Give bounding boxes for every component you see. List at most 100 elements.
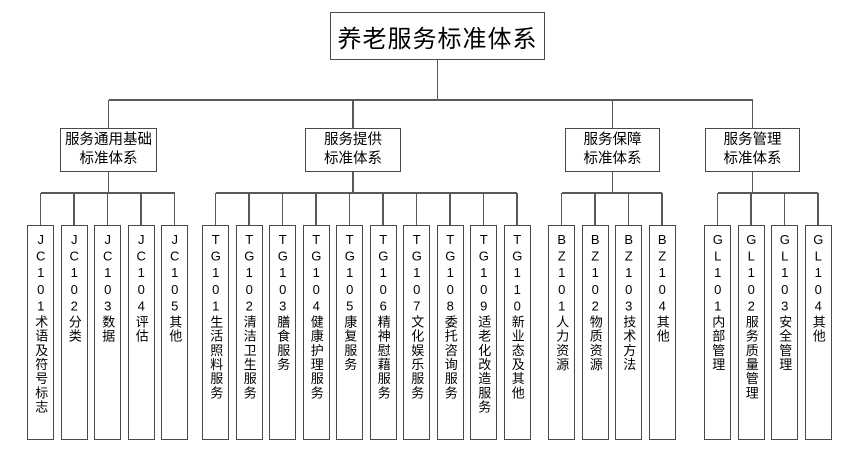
leaf-name: 分类 <box>66 315 82 344</box>
branch-label-line2: 标准体系 <box>723 151 782 167</box>
branch-label-line1: 服务管理 <box>723 131 782 148</box>
branch-drop-bz <box>611 172 614 193</box>
leaf-stem-jc102 <box>73 193 75 225</box>
leaf-node-jc105: JC105其他 <box>161 225 188 440</box>
leaf-stem-tg106 <box>382 193 384 225</box>
leaf-node-gl101: GL101内部管理 <box>704 225 731 440</box>
leaf-node-tg109: TG109适老化改造服务 <box>470 225 497 440</box>
leaf-stem-tg103 <box>281 193 284 225</box>
leaf-name: 康复服务 <box>342 315 358 372</box>
leaf-node-tg107: TG107文化娱乐服务 <box>403 225 430 440</box>
leaf-code: GL103 <box>777 232 793 315</box>
leaf-code: BZ104 <box>654 232 670 315</box>
leaf-node-bz103: BZ103技术方法 <box>615 225 642 440</box>
leaf-name: 适老化改造服务 <box>476 315 492 415</box>
leaf-stem-tg101 <box>214 193 217 225</box>
leaf-bus-bar-tg <box>215 192 517 194</box>
leaf-stem-tg105 <box>348 193 351 225</box>
leaf-name: 人力资源 <box>554 315 570 372</box>
leaf-bus-bar-gl <box>717 192 818 194</box>
leaf-code: BZ101 <box>554 232 570 315</box>
leaf-code: TG101 <box>208 232 224 315</box>
leaf-code: GL101 <box>710 232 726 315</box>
leaf-stem-bz103 <box>627 193 630 225</box>
leaf-name: 其他 <box>810 315 826 344</box>
leaf-code: TG102 <box>241 232 257 315</box>
leaf-code: TG105 <box>342 232 358 315</box>
leaf-stem-tg107 <box>415 193 418 225</box>
branch-drop-tg <box>352 172 354 193</box>
leaf-name: 技术方法 <box>621 315 637 372</box>
leaf-name: 新业态及其他 <box>509 315 525 401</box>
branch-node-tg: 服务提供标准体系 <box>305 128 401 172</box>
leaf-name: 生活照料服务 <box>208 315 224 401</box>
root-node: 养老服务标准体系 <box>330 12 545 60</box>
leaf-stem-gl104 <box>817 193 819 225</box>
leaf-node-jc102: JC102分类 <box>60 225 88 440</box>
leaf-code: JC102 <box>66 232 82 315</box>
leaf-code: TG107 <box>409 232 425 315</box>
leaf-code: JC104 <box>133 232 149 315</box>
leaf-node-bz101: BZ101人力资源 <box>548 225 575 440</box>
leaf-bus-bar-jc <box>40 192 175 194</box>
branch-stem-bz <box>611 100 614 128</box>
branch-stem-tg <box>352 100 354 128</box>
leaf-stem-tg110 <box>516 193 518 225</box>
leaf-stem-gl102 <box>750 193 752 225</box>
leaf-node-tg103: TG103膳食服务 <box>269 225 296 440</box>
leaf-name: 安全管理 <box>777 315 793 372</box>
leaf-name: 健康护理服务 <box>308 315 324 401</box>
leaf-code: JC103 <box>100 232 116 315</box>
leaf-stem-jc105 <box>173 193 176 225</box>
branch-label-line1: 服务保障 <box>583 131 642 148</box>
leaf-node-tg104: TG104健康护理服务 <box>302 225 330 440</box>
root-stem <box>436 60 439 100</box>
leaf-node-gl102: GL102服务质量管理 <box>737 225 765 440</box>
branch-drop-jc <box>107 172 110 193</box>
leaf-node-tg105: TG105康复服务 <box>336 225 363 440</box>
leaf-node-tg106: TG106精神慰藉服务 <box>369 225 397 440</box>
leaf-bus-bar-bz <box>561 192 662 194</box>
main-bus-bar <box>108 99 753 101</box>
leaf-stem-gl101 <box>716 193 719 225</box>
leaf-name: 内部管理 <box>710 315 726 372</box>
leaf-code: TG108 <box>442 232 458 315</box>
branch-label-line2: 标准体系 <box>583 151 642 167</box>
leaf-stem-tg104 <box>315 193 317 225</box>
leaf-node-tg101: TG101生活照料服务 <box>202 225 229 440</box>
leaf-stem-tg102 <box>248 193 250 225</box>
leaf-node-jc104: JC104评估 <box>127 225 155 440</box>
leaf-stem-gl103 <box>783 193 786 225</box>
leaf-code: BZ103 <box>621 232 637 315</box>
leaf-node-gl103: GL103安全管理 <box>771 225 798 440</box>
leaf-node-gl104: GL104其他 <box>804 225 832 440</box>
branch-label-line2: 标准体系 <box>79 151 138 167</box>
leaf-stem-bz102 <box>594 193 596 225</box>
leaf-name: 术语及符号标志 <box>33 315 49 415</box>
leaf-code: TG110 <box>509 232 525 315</box>
branch-node-bz: 服务保障标准体系 <box>565 128 660 172</box>
leaf-code: TG104 <box>308 232 324 315</box>
leaf-code: TG103 <box>275 232 291 315</box>
leaf-node-jc103: JC103数据 <box>94 225 121 440</box>
leaf-name: 委托咨询服务 <box>442 315 458 401</box>
leaf-code: GL102 <box>743 232 759 315</box>
leaf-code: GL104 <box>810 232 826 315</box>
branch-drop-gl <box>751 172 754 193</box>
leaf-stem-bz104 <box>661 193 663 225</box>
leaf-stem-jc103 <box>106 193 109 225</box>
leaf-name: 膳食服务 <box>275 315 291 372</box>
leaf-code: BZ102 <box>587 232 603 315</box>
leaf-node-tg102: TG102清洁卫生服务 <box>235 225 263 440</box>
leaf-code: JC101 <box>33 232 49 315</box>
leaf-code: JC105 <box>167 232 183 315</box>
leaf-code: TG106 <box>375 232 391 315</box>
leaf-name: 其他 <box>654 315 670 344</box>
leaf-name: 其他 <box>167 315 183 344</box>
leaf-code: TG109 <box>476 232 492 315</box>
leaf-name: 物质资源 <box>587 315 603 372</box>
leaf-stem-tg109 <box>482 193 485 225</box>
leaf-stem-bz101 <box>560 193 563 225</box>
leaf-name: 数据 <box>100 315 116 344</box>
